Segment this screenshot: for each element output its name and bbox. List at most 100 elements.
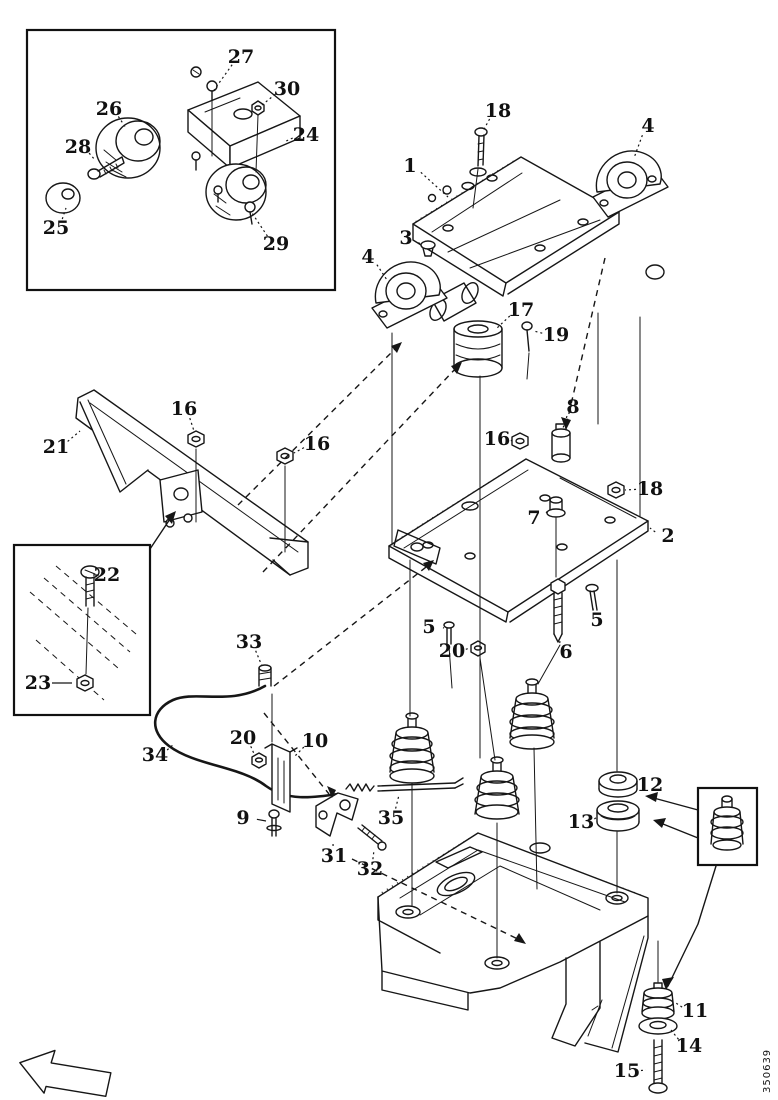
- leader-line-24: [283, 137, 293, 143]
- bolt-18-top: [474, 127, 488, 167]
- inset-arrow-line: [667, 865, 717, 987]
- nut-16-right: [511, 432, 529, 450]
- fitting-3: [420, 240, 436, 257]
- screw-27: [190, 66, 218, 102]
- leader-line-19: [533, 330, 543, 334]
- lever-group: [315, 777, 464, 851]
- bolt-5-left: [443, 621, 455, 645]
- leader-line-8: [562, 415, 568, 429]
- part-number-labels: 2730262428252918413417198161616211872225…: [25, 46, 708, 1082]
- rubber-mount-left: [389, 712, 435, 784]
- leader-line-20: [465, 647, 471, 650]
- inset-detail-pulley-bracket: [25, 28, 337, 292]
- part-label-2: 2: [661, 525, 674, 547]
- part-label-21: 21: [43, 436, 69, 458]
- leader-line-18: [624, 488, 637, 491]
- part-label-7: 7: [527, 507, 540, 529]
- part-label-20: 20: [230, 727, 256, 749]
- cable-end-33: [258, 664, 272, 687]
- inset-box-border: [12, 543, 152, 717]
- inset-arrow-line: [657, 821, 699, 839]
- part-label-35: 35: [378, 807, 404, 829]
- top-plate-assembly: [371, 127, 669, 329]
- part-label-16: 16: [304, 433, 330, 455]
- bracket-bar-24: [187, 81, 301, 169]
- assembly-center-lines: [237, 257, 606, 944]
- nut-16-mid: [276, 447, 294, 465]
- part-label-6: 6: [559, 641, 572, 663]
- bolt-5-right: [585, 583, 599, 611]
- leader-line-13: [593, 816, 598, 820]
- part-label-18: 18: [485, 100, 511, 122]
- part-label-30: 30: [274, 78, 300, 100]
- screw-on-plate: [427, 193, 437, 203]
- nut-23: [76, 674, 94, 692]
- front-direction-arrow: [19, 1049, 112, 1098]
- leader-line-2: [649, 527, 656, 533]
- mid-plate-assembly: [388, 458, 649, 657]
- leader-line-16: [510, 439, 513, 442]
- part-label-5: 5: [590, 609, 603, 631]
- part-label-5: 5: [422, 616, 435, 638]
- pulley-26: [95, 117, 161, 179]
- part-label-32: 32: [357, 858, 383, 880]
- part-label-25: 25: [43, 217, 69, 239]
- leader-line-33: [255, 650, 263, 667]
- bolt-32: [357, 824, 387, 851]
- nut-16-left: [187, 430, 205, 448]
- bracket-10: [271, 743, 291, 813]
- bolt-28: [87, 156, 125, 180]
- bolt-6: [550, 578, 566, 643]
- stud-7: [546, 496, 566, 518]
- leader-line-9: [256, 818, 267, 822]
- part-label-10: 10: [302, 730, 328, 752]
- leader-line-16: [293, 447, 305, 454]
- inset-arrowhead: [662, 977, 674, 990]
- part-label-1: 1: [403, 155, 416, 177]
- leader-line-27: [213, 64, 233, 91]
- part-label-11: 11: [682, 1000, 708, 1022]
- leader-line-4: [376, 264, 388, 281]
- washer-25: [45, 182, 81, 214]
- part-label-23: 23: [25, 672, 51, 694]
- leader-line-1: [420, 171, 449, 198]
- nut-30: [251, 100, 265, 116]
- callout-arrow-line: [149, 515, 173, 550]
- leader-line-20: [250, 746, 256, 757]
- inset-box-border: [696, 786, 759, 867]
- part-label-18: 18: [637, 478, 663, 500]
- inset-arrowhead: [653, 818, 666, 828]
- screw-on-plate: [442, 185, 452, 195]
- part-label-19: 19: [543, 324, 569, 346]
- leader-line-14: [670, 1029, 680, 1040]
- part-label-14: 14: [676, 1035, 702, 1057]
- screw-29: [191, 151, 256, 225]
- leader-line-26: [117, 116, 127, 129]
- figure-code: 350639: [762, 1049, 773, 1093]
- leader-line-35: [395, 794, 400, 809]
- part-label-26: 26: [96, 98, 122, 120]
- leader-line-11: [675, 1002, 683, 1008]
- inset-arrow-line: [649, 796, 699, 811]
- part-label-4: 4: [641, 115, 654, 137]
- washer-12: [598, 771, 638, 798]
- bolt-15: [648, 1039, 668, 1094]
- part-label-16: 16: [171, 398, 197, 420]
- part-label-17: 17: [508, 299, 534, 321]
- part-label-12: 12: [637, 774, 663, 796]
- leader-line-28: [88, 152, 96, 161]
- leader-line-16: [189, 417, 195, 432]
- inset-box-border: [25, 28, 337, 292]
- nut-20-lower: [251, 752, 267, 769]
- leader-line-32: [372, 849, 375, 860]
- part-label-24: 24: [293, 124, 319, 146]
- rubber-mount-center: [474, 756, 520, 820]
- part-label-20: 20: [439, 640, 465, 662]
- leader-line-18: [482, 118, 491, 132]
- part-label-9: 9: [236, 807, 249, 829]
- inset-arrowhead: [645, 792, 658, 802]
- engine-mount-4-right: [592, 150, 669, 218]
- bottom-frame: [377, 832, 649, 1053]
- part-label-22: 22: [94, 564, 120, 586]
